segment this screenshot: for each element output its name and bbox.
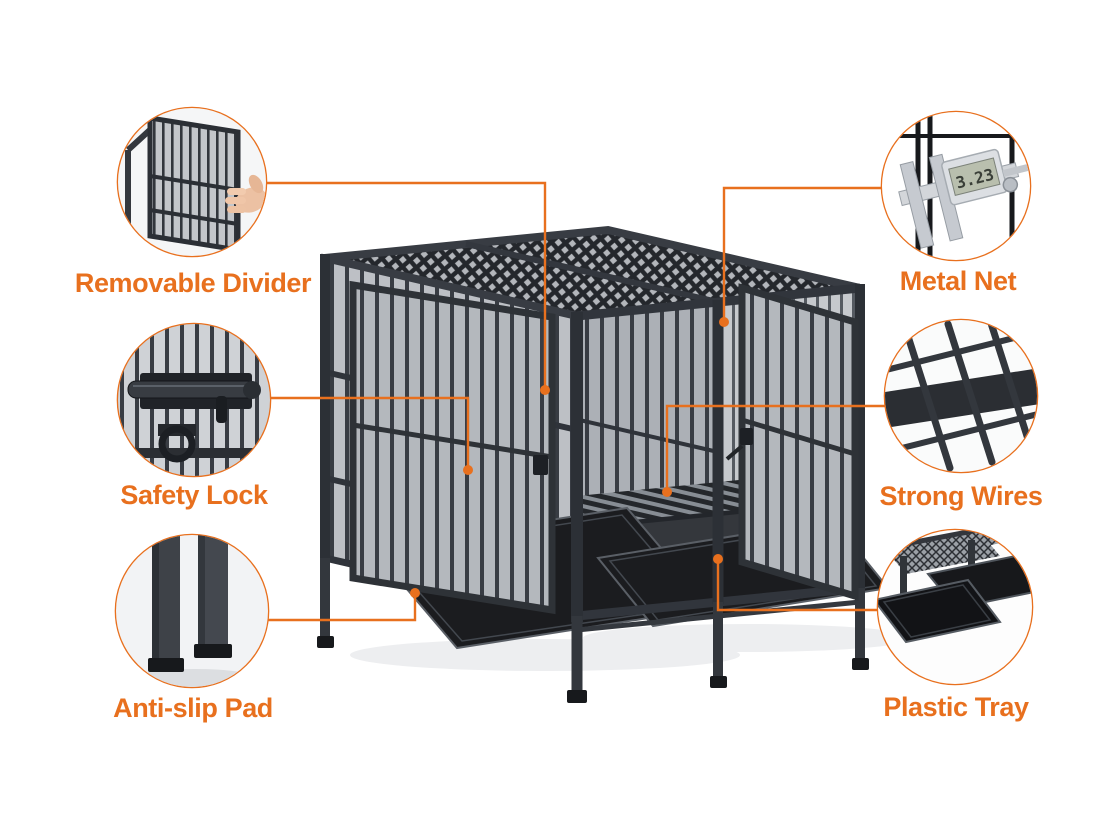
label-plastic-tray: Plastic Tray bbox=[883, 692, 1029, 722]
leader-safety-lock bbox=[270, 396, 470, 470]
label-strong-wires: Strong Wires bbox=[880, 481, 1043, 511]
cage-illustration bbox=[317, 225, 913, 703]
cage-door-left bbox=[349, 280, 556, 615]
leader-lines bbox=[266, 181, 885, 622]
door-latch bbox=[533, 455, 548, 475]
cage-door-right bbox=[725, 283, 859, 601]
leader-dot-anti-slip-pad bbox=[410, 588, 420, 598]
anti-slip-foot bbox=[567, 690, 587, 703]
thick-wire-mesh-icon bbox=[885, 320, 1037, 472]
leader-dot-strong-wires bbox=[662, 487, 672, 497]
door-latch bbox=[740, 428, 753, 445]
callout-plastic-tray bbox=[876, 528, 1034, 686]
cage-front-frame bbox=[320, 254, 865, 633]
callout-metal-net: 3.23 bbox=[880, 110, 1032, 262]
label-metal-net: Metal Net bbox=[900, 266, 1017, 296]
label-safety-lock: Safety Lock bbox=[120, 480, 269, 510]
leader-dot-removable-divider bbox=[540, 385, 550, 395]
anti-slip-foot bbox=[710, 676, 727, 688]
callout-strong-wires bbox=[883, 318, 1039, 474]
leader-dot-metal-net bbox=[719, 317, 729, 327]
leader-metal-net bbox=[722, 186, 882, 322]
callout-removable-divider bbox=[116, 106, 268, 258]
slide-bolt-latch-icon bbox=[118, 324, 270, 476]
pull-out-trays-icon bbox=[878, 530, 1032, 684]
callout-anti-slip-pad bbox=[114, 533, 270, 689]
leader-plastic-tray bbox=[716, 559, 878, 612]
hand bbox=[225, 174, 266, 213]
leader-anti-slip-pad bbox=[268, 593, 417, 622]
label-anti-slip-pad: Anti-slip Pad bbox=[113, 693, 273, 723]
leader-dot-safety-lock bbox=[463, 465, 473, 475]
anti-slip-foot bbox=[852, 658, 869, 670]
divider-panel-with-hand-icon bbox=[118, 108, 266, 256]
callout-safety-lock bbox=[116, 322, 272, 478]
label-removable-divider: Removable Divider bbox=[75, 268, 312, 298]
caliper-measuring-wire-icon: 3.23 bbox=[882, 112, 1030, 260]
cage-legs bbox=[317, 558, 869, 703]
leader-dot-plastic-tray bbox=[713, 554, 723, 564]
cage-legs-with-pads-icon bbox=[116, 535, 268, 687]
anti-slip-foot bbox=[317, 636, 334, 648]
ground-shadow-right bbox=[583, 624, 913, 652]
leader-removable-divider bbox=[266, 181, 547, 390]
leader-strong-wires bbox=[665, 404, 885, 492]
